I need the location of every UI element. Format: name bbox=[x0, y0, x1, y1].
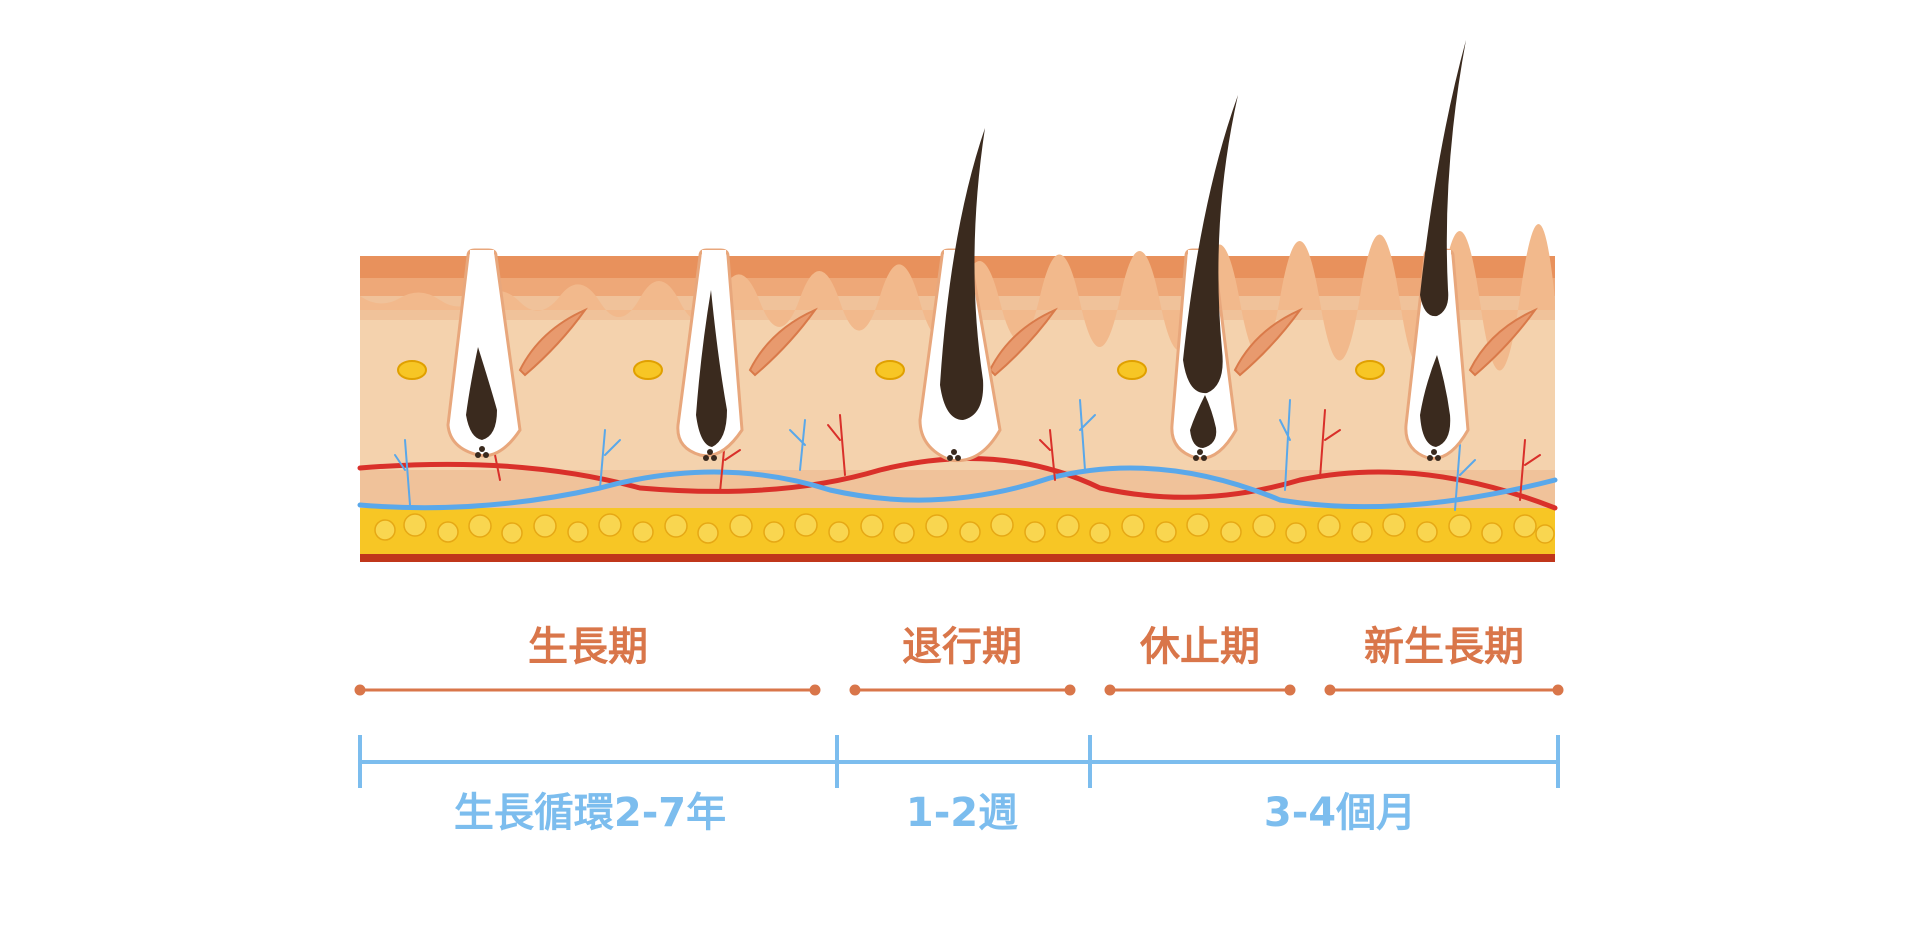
hair-3 bbox=[940, 128, 985, 420]
blood-vessel-icon bbox=[357, 399, 1558, 511]
hair-5-old bbox=[1420, 40, 1466, 317]
duration-label-regression: 1-2週 bbox=[906, 790, 1018, 836]
fat-layer-icon bbox=[374, 513, 1555, 544]
skin-epidermis-wave bbox=[360, 223, 1555, 371]
hair-2 bbox=[696, 290, 727, 447]
phase-labels: 生長期 退行期 休止期 新生長期 bbox=[528, 624, 1524, 670]
skin-cross-section bbox=[357, 40, 1558, 562]
duration-labels: 生長循環2-7年 1-2週 3-4個月 bbox=[454, 790, 1416, 836]
duration-label-growth: 生長循環2-7年 bbox=[454, 790, 726, 836]
duration-timeline bbox=[358, 735, 1560, 788]
hair-1 bbox=[466, 347, 497, 440]
phase-label-catagen: 退行期 bbox=[902, 624, 1022, 670]
phase-label-anagen: 生長期 bbox=[528, 624, 648, 670]
hair-5-new bbox=[1420, 355, 1451, 447]
artery bbox=[357, 455, 1558, 511]
skin-base-line bbox=[360, 554, 1555, 562]
hair-4-old bbox=[1183, 95, 1238, 394]
phase-label-telogen: 休止期 bbox=[1139, 624, 1260, 670]
hair-papilla bbox=[475, 446, 1441, 461]
hair-strand-icon bbox=[466, 40, 1466, 461]
muscle-icon bbox=[518, 307, 1538, 377]
phase-label-new-anagen: 新生長期 bbox=[1364, 624, 1524, 670]
phase-timeline bbox=[354, 684, 1564, 696]
sebaceous-gland-icon bbox=[397, 360, 1385, 380]
duration-label-rest: 3-4個月 bbox=[1264, 790, 1416, 836]
hair-4-new bbox=[1190, 395, 1217, 448]
vein bbox=[357, 465, 1558, 511]
